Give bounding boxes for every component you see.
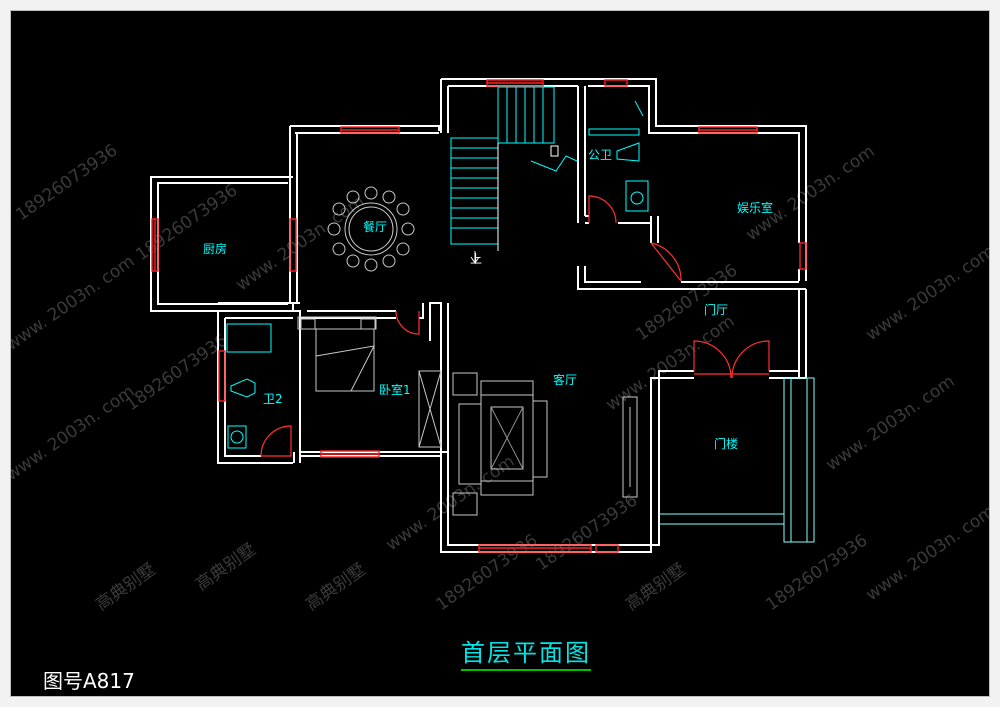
watermark-site: www. 2003n. com <box>382 451 518 555</box>
toilet-icon <box>616 142 640 162</box>
porch-rail <box>659 377 815 543</box>
wardrobe <box>418 370 442 448</box>
watermark-brand: 高典别墅 <box>192 540 259 595</box>
door-bedroom <box>395 310 420 335</box>
counter-public-wc <box>588 128 640 136</box>
label-living: 客厅 <box>553 372 577 387</box>
label-public-wc: 公卫 <box>588 148 612 162</box>
watermark-site: www. 2003n. com <box>742 141 878 245</box>
label-kitchen: 厨房 <box>203 241 227 256</box>
watermark-phone: 18926073936 <box>122 330 231 415</box>
watermark-site: www. 2003n. com <box>862 241 989 345</box>
door-main-right <box>731 340 770 379</box>
drawing-number: 图号A817 <box>43 669 135 693</box>
door-wc2 <box>260 425 292 457</box>
fixtures <box>226 100 649 449</box>
label-wc2: 卫2 <box>263 392 283 406</box>
watermark-site: www. 2003n. com <box>11 251 138 355</box>
watermark-brand: 高典别墅 <box>622 560 689 615</box>
toilet-icon <box>230 378 256 398</box>
label-dining: 餐厅 <box>363 219 387 234</box>
staircase <box>450 86 578 265</box>
sofa-set <box>452 372 638 516</box>
watermark-site: www. 2003n. com <box>822 371 958 475</box>
dining-table <box>327 186 415 272</box>
watermark-brand: 高典别墅 <box>302 560 369 615</box>
label-foyer: 门厅 <box>704 302 728 317</box>
tv-cabinet <box>622 396 638 498</box>
watermark-brand: 高典别墅 <box>92 560 159 615</box>
walls <box>150 78 807 553</box>
watermark-site: www. 2003n. com <box>11 381 138 485</box>
door-main-left <box>693 340 732 379</box>
label-stair-up: 上 <box>470 252 482 266</box>
shower-icon <box>625 180 649 212</box>
drawing-title: 首层平面图 <box>461 633 591 671</box>
drawing-frame: 18926073936 www. 2003n. com 18926073936 … <box>10 10 990 697</box>
room-labels: 厨房 餐厅 公卫 娱乐室 门厅 客厅 卧室1 卫2 门楼 上 <box>203 148 773 451</box>
basin-icon <box>227 425 247 449</box>
floor-plan: 18926073936 www. 2003n. com 18926073936 … <box>11 78 989 615</box>
label-porch: 门楼 <box>714 436 738 451</box>
watermark-phone: 18926073936 <box>12 140 121 225</box>
watermark-site: www. 2003n. com <box>862 501 989 605</box>
shower-wc2 <box>226 323 272 353</box>
door-entertainment <box>650 242 682 282</box>
windows <box>151 79 807 553</box>
door-public-wc <box>588 195 617 224</box>
watermark-site: www. 2003n. com <box>232 191 368 295</box>
doors <box>260 195 770 457</box>
watermark-phone: 18926073936 <box>532 490 641 575</box>
basin-icon <box>630 191 644 205</box>
label-entertainment: 娱乐室 <box>737 200 773 215</box>
bed <box>297 316 442 448</box>
watermark-phone: 18926073936 <box>762 530 871 615</box>
label-bedroom1: 卧室1 <box>379 382 411 397</box>
